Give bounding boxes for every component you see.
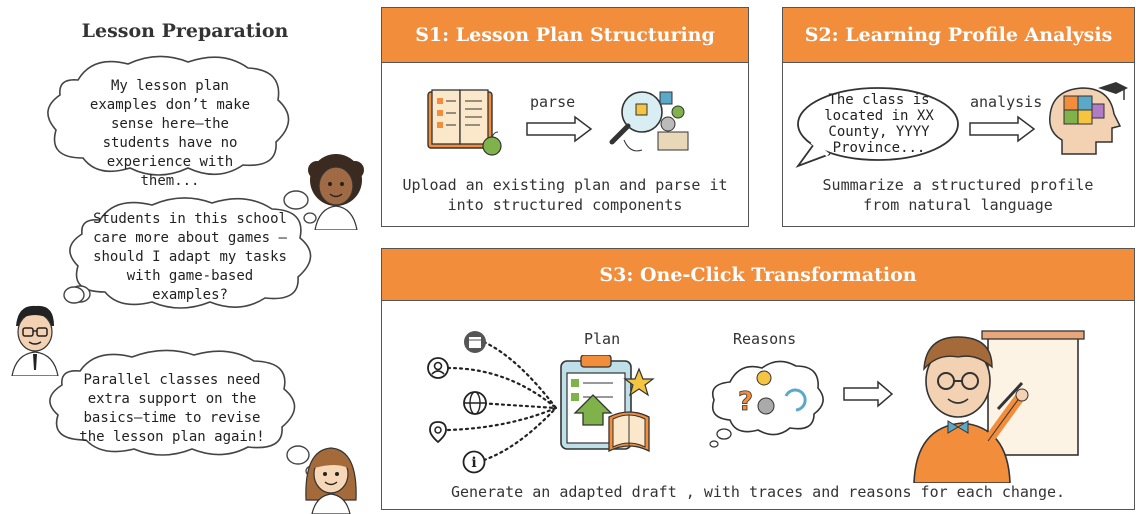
lesson-preparation-heading: Lesson Preparation — [81, 20, 289, 42]
bubble-1-text: My lesson plan examples don’t make sense… — [89, 78, 251, 189]
teacher-avatar-1 — [308, 154, 364, 230]
speech-bubble — [795, 87, 959, 168]
reasons-cloud-icon: ? — [709, 360, 824, 448]
bubble-2-text: Students in this school care more about … — [93, 211, 287, 303]
plan-clipboard-icon — [560, 355, 655, 453]
location-pin-icon — [429, 421, 447, 444]
s2-title: S2: Learning Profile Analysis — [783, 8, 1134, 63]
s1-caption: Upload an existing plan and parse it int… — [402, 176, 728, 214]
cloud-shape — [47, 55, 317, 224]
globe-icon — [463, 391, 487, 415]
s1-title: S1: Lesson Plan Structuring — [382, 8, 748, 63]
parse-arrow — [526, 115, 593, 143]
s2-caption: Summarize a structured profile from natu… — [822, 176, 1094, 214]
calendar-icon — [464, 331, 486, 353]
svg-text:?: ? — [738, 387, 753, 417]
svg-text:i: i — [471, 455, 476, 471]
thought-dots — [63, 286, 85, 304]
teacher-avatar-2 — [11, 305, 59, 376]
data-sources-network — [446, 340, 558, 462]
lesson-book-icon — [427, 89, 502, 156]
s3-title: S3: One-Click Transformation — [382, 249, 1134, 301]
result-arrow — [843, 380, 894, 408]
parse-label: parse — [530, 93, 576, 111]
s3-caption: Generate an adapted draft , with traces … — [450, 483, 1066, 501]
user-profile-icon — [427, 357, 449, 379]
profile-head-icon — [1049, 82, 1128, 155]
magnifier-components-icon — [609, 91, 689, 152]
thought-bubble-3: Parallel classes need extra support on t… — [40, 345, 319, 477]
info-icon: i — [462, 450, 486, 474]
teacher-avatar-3 — [305, 447, 357, 514]
thought-bubble-1: My lesson plan examples don’t make sense… — [38, 50, 317, 224]
analysis-arrow — [969, 115, 1036, 143]
reasons-label: Reasons — [733, 330, 797, 348]
teacher-presenting-illustration — [913, 330, 1085, 483]
analysis-label: analysis — [970, 93, 1043, 111]
s2-bubble-text: The class is located in XX County, YYYY … — [824, 92, 934, 156]
plan-label: Plan — [584, 330, 621, 348]
bubble-3-text: Parallel classes need extra support on t… — [79, 372, 265, 445]
